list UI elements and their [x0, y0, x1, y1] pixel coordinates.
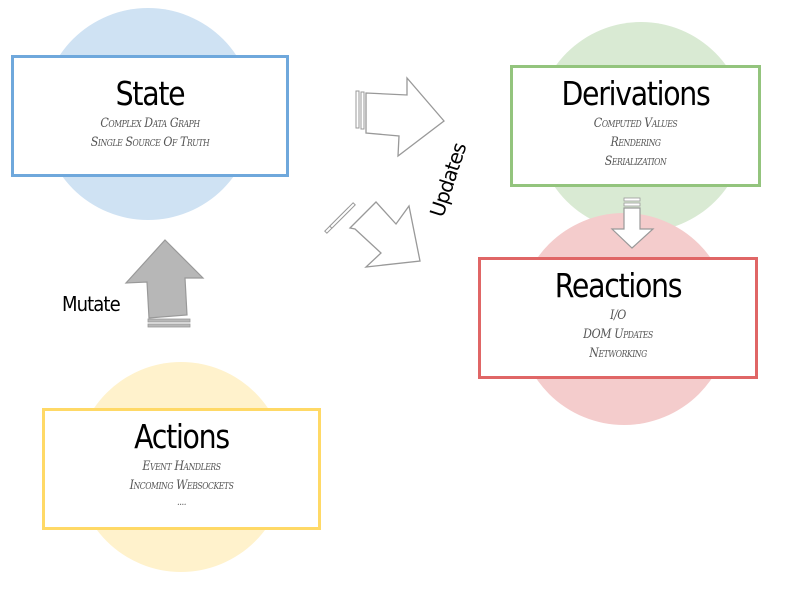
- derivations-title: Derivations: [561, 74, 710, 113]
- state-node: State Complex Data Graph Single Source O…: [11, 55, 289, 177]
- derivations-line-1: Computed Values: [593, 116, 678, 131]
- derivations-line-2: Rendering: [610, 135, 661, 150]
- derivations-line-3: Serialization: [604, 154, 667, 169]
- reactions-line-1: I/O: [610, 308, 626, 323]
- reactions-line-2: DOM Updates: [583, 327, 653, 342]
- actions-line-1: Event Handlers: [142, 459, 221, 474]
- derivations-node: Derivations Computed Values Rendering Se…: [510, 65, 761, 187]
- mutate-arrow: [124, 239, 205, 328]
- state-line-1: Complex Data Graph: [100, 116, 200, 131]
- reactions-node: Reactions I/O DOM Updates Networking: [478, 257, 758, 379]
- actions-line-3: ....: [176, 497, 187, 508]
- reactions-title: Reactions: [554, 266, 683, 305]
- actions-line-2: Incoming Websockets: [129, 478, 234, 493]
- state-title: State: [115, 74, 186, 113]
- actions-node: Actions Event Handlers Incoming Websocke…: [42, 408, 321, 530]
- actions-title: Actions: [134, 417, 230, 456]
- updates-arrow-to-reactions: [324, 201, 421, 268]
- updates-arrow-to-derivations: [355, 76, 445, 158]
- mutate-label: Mutate: [62, 292, 121, 316]
- derivations-to-reactions-arrow: [610, 197, 655, 249]
- reactions-line-3: Networking: [589, 346, 647, 361]
- state-line-2: Single Source Of Truth: [90, 135, 210, 150]
